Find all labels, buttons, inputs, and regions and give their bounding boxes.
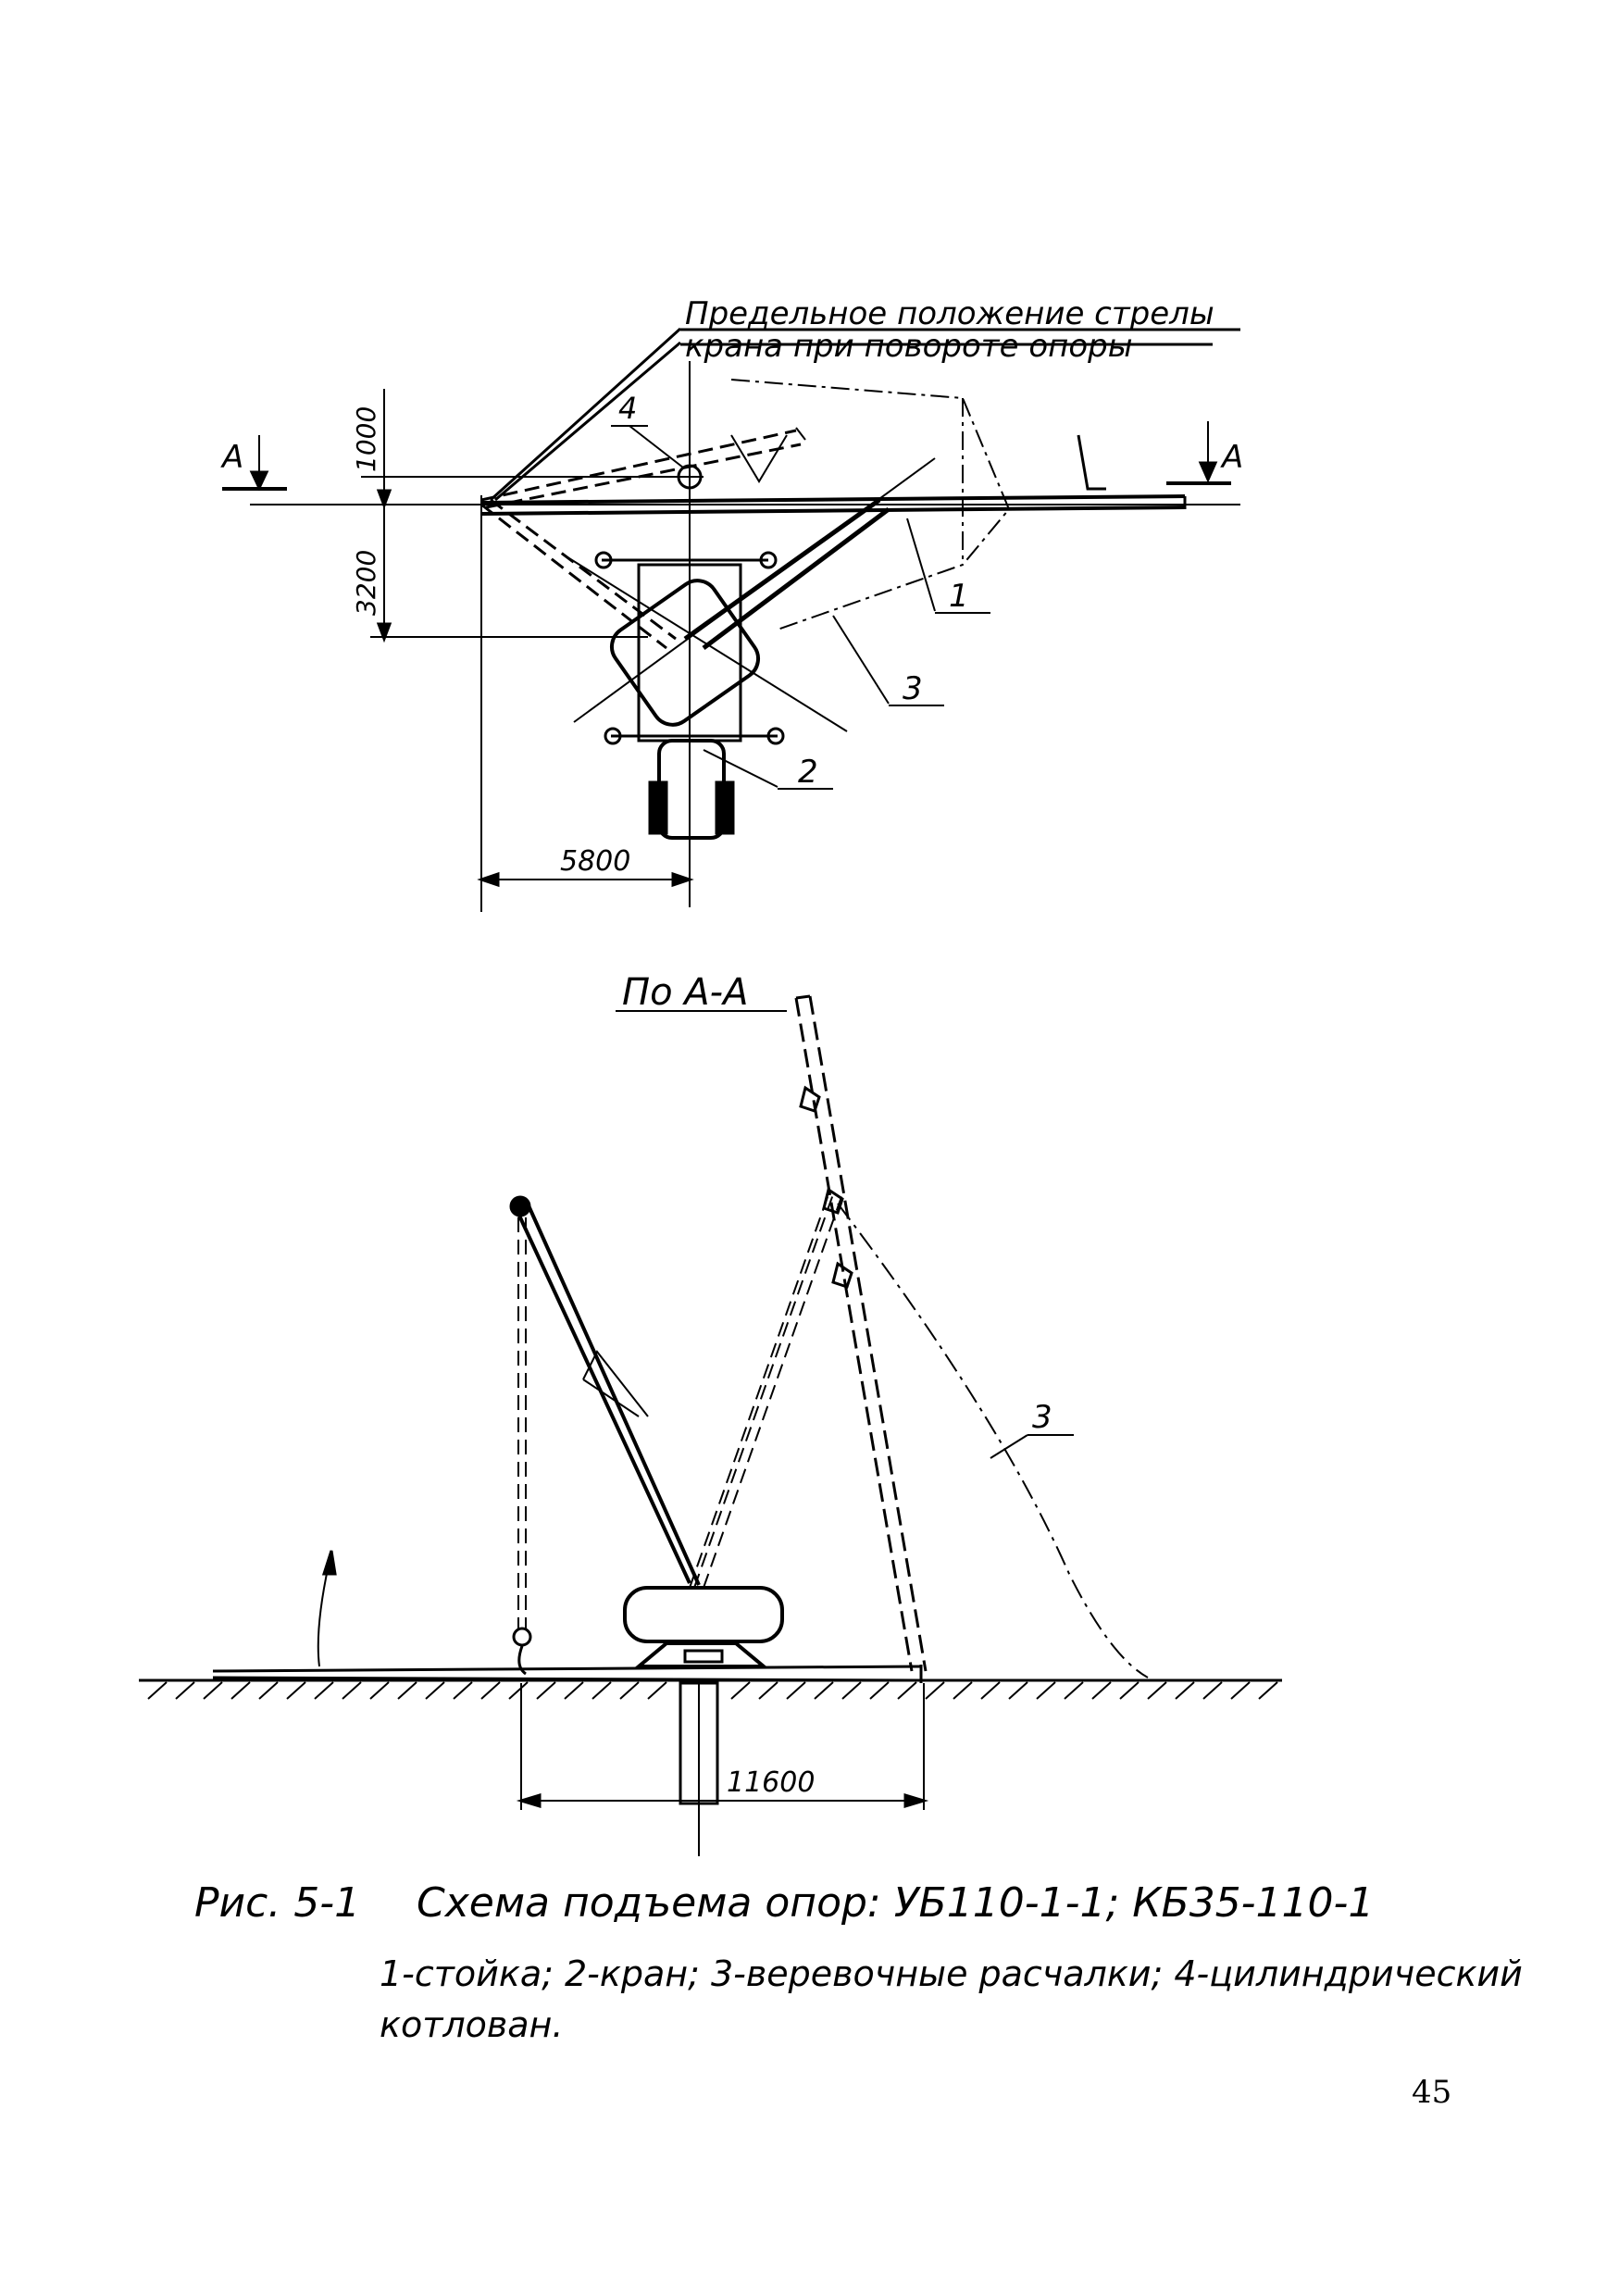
- dim-3200-label: 3200: [351, 550, 381, 616]
- raised-pole-right: [808, 995, 928, 1672]
- section-a-right-arrowhead: [1198, 461, 1218, 483]
- callout-3-section-leader: [990, 1434, 1028, 1459]
- boom-diagonal-thin-2: [564, 555, 848, 732]
- note-leader-1: [489, 327, 682, 502]
- page-number: 45: [1412, 2074, 1452, 2111]
- callout-4-leader: [629, 425, 684, 468]
- dim-11600-arrow-left: [516, 1792, 542, 1809]
- callout-2-leader: [703, 749, 778, 788]
- pole-ground-top: [212, 1665, 922, 1673]
- callout-1: 1: [949, 578, 969, 615]
- figure-legend-line1: 1-стойка; 2-кран; 3-веревочные расчалки;…: [380, 1953, 1523, 1994]
- crane-wheel-right: [715, 780, 735, 835]
- pole-limit-dashed-2: [485, 443, 802, 509]
- figure-label: Рис. 5-1: [194, 1879, 361, 1927]
- hook: [517, 1645, 527, 1676]
- callout-1-leader: [906, 518, 936, 612]
- rigging-dashed-3: [689, 1193, 829, 1589]
- plan-note-line2: крана при повороте опоры: [685, 328, 1133, 365]
- pole-ground-bottom: [212, 1676, 922, 1682]
- rigging-dashed-2: [703, 1193, 843, 1589]
- rigging-dashed-1: [693, 1193, 834, 1589]
- dim-5800-arrow-left: [477, 871, 500, 888]
- dim-5800-arrow-right: [671, 871, 694, 888]
- pole-clamp-2: [822, 1187, 844, 1215]
- pole-top-edge: [480, 494, 1186, 505]
- pole-clamp-3: [831, 1261, 853, 1289]
- dim-5800-label: 5800: [560, 845, 630, 878]
- pole-diagonal-dashed-2: [490, 498, 677, 641]
- outrigger-pad-bl: [604, 727, 622, 745]
- crane-cab-section: [623, 1586, 784, 1643]
- crane-wheel-left: [648, 780, 668, 835]
- cylindrical-pit: [677, 464, 703, 490]
- callout-3-section: 3: [1032, 1399, 1052, 1436]
- pole-limit-dashed-1: [480, 429, 797, 502]
- crane-track-inner: [683, 1649, 724, 1664]
- dim-1000-label: 1000: [351, 406, 381, 472]
- rotation-arrowhead: [321, 1550, 337, 1576]
- callout-3-plan: 3: [903, 670, 923, 707]
- ground-hatching: [147, 1681, 1278, 1700]
- guy-anchor-symbol-2: [1077, 434, 1106, 491]
- crane-boom-lattice: [582, 1350, 649, 1417]
- crane-boom-left: [512, 1203, 691, 1584]
- crane-boom-right: [526, 1203, 701, 1586]
- figure-legend-line2: котлован.: [380, 2004, 564, 2045]
- dim-arrow-1: [376, 489, 392, 510]
- section-mark-left: А: [220, 439, 243, 476]
- dim-11600-arrow-right: [903, 1792, 929, 1809]
- section-title: По А-А: [622, 971, 748, 1014]
- crane-turntable: [609, 579, 761, 727]
- callout-2: 2: [798, 754, 818, 791]
- callout-3-plan-leader: [832, 615, 890, 705]
- dim-11600-label: 11600: [727, 1766, 815, 1799]
- callout-4: 4: [618, 391, 637, 426]
- guy-rope-3: [837, 1203, 1149, 1678]
- dim-arrow-2: [376, 622, 392, 643]
- boom-solid-2: [702, 507, 890, 650]
- section-mark-right: А: [1220, 439, 1243, 476]
- rotation-arrow: [317, 1564, 330, 1667]
- pole-diagonal-dashed-1: [480, 503, 667, 650]
- crane-tracks: [633, 1641, 769, 1668]
- outrigger-pad-br: [766, 727, 785, 745]
- note-leader-2: [494, 341, 681, 502]
- pole-clamp-1: [799, 1085, 821, 1113]
- boom-head-sheave: [509, 1195, 531, 1217]
- section-view: [139, 994, 1282, 1856]
- section-a-left-arrowhead: [249, 470, 269, 492]
- plan-note-line1: Предельное положение стрелы: [685, 295, 1214, 332]
- outrigger-pad-tl: [594, 551, 613, 569]
- plan-view: [222, 327, 1240, 912]
- outrigger-pad-tr: [759, 551, 778, 569]
- guy-anchor-symbol-1: [730, 427, 806, 483]
- pole-bottom-edge: [480, 505, 1186, 516]
- figure-title: Схема подъема опор: УБ110-1-1; КБ35-110-…: [417, 1879, 1375, 1927]
- hook-block: [512, 1627, 532, 1647]
- raised-pole-top-cap: [795, 994, 811, 1000]
- boom-diagonal-thin: [573, 457, 936, 723]
- raised-pole-left: [794, 997, 914, 1672]
